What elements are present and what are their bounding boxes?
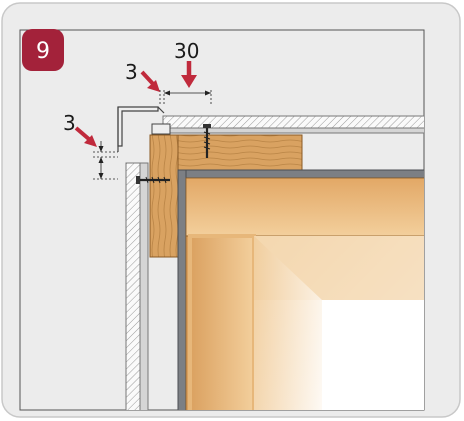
wall-panel <box>125 162 141 410</box>
door-jamb-top <box>185 177 424 237</box>
wood-batten-vertical <box>149 134 179 258</box>
dimension-label-offset: 30 <box>174 39 199 63</box>
step-number: 9 <box>36 39 50 64</box>
arrow-icon <box>140 70 160 92</box>
frame-profile-side <box>177 169 187 410</box>
screw-icon <box>203 124 211 158</box>
dimension-label-gap-side: 3 <box>63 111 76 135</box>
screw-icon <box>136 176 170 184</box>
dimension-label-gap-top: 3 <box>125 60 138 84</box>
step-badge <box>22 29 64 71</box>
door-jamb-side <box>185 235 255 410</box>
frame-profile-top <box>177 169 424 179</box>
arrow-icon <box>74 126 97 147</box>
wall-backing <box>139 162 149 410</box>
arrow-icon <box>181 61 197 88</box>
